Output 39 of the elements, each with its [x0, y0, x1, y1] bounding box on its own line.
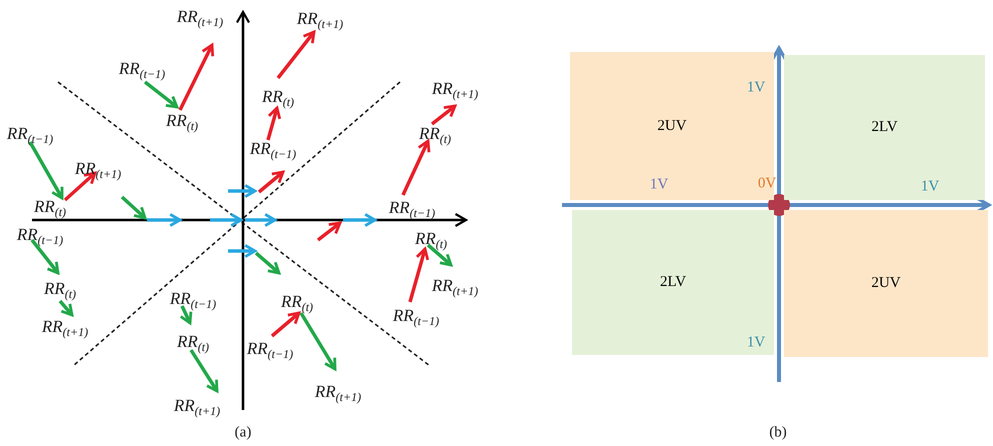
origin-label: 0V [758, 176, 776, 192]
variable-label: RR$_{(t)}$ [262, 88, 294, 108]
variable-label: RR$_{(t)}$ [414, 230, 448, 250]
variable-label: RR$_{(t−1)}$ [246, 340, 294, 360]
region-label: 2LV [871, 119, 898, 136]
variable-label: RR$_{(t+1)}$ [176, 8, 224, 28]
variable-label: RR$_{(t)}$ [44, 280, 76, 300]
variable-label: RR$_{(t−1)}$ [118, 60, 166, 80]
variable-label: RR$_{(t−1)}$ [392, 306, 440, 328]
variable-label: RR$_{(t+1)}$ [432, 276, 478, 298]
axis-label: 1V [920, 180, 940, 194]
region-label: 2UV [871, 275, 901, 292]
quadrant-region [570, 52, 774, 200]
region-label: 2LV [660, 274, 686, 291]
variable-label: RR$_{(t+1)}$ [42, 318, 88, 338]
panel-label: (a) [234, 426, 252, 440]
variable-label: RR$_{(t)}$ [280, 292, 314, 314]
variable-label: RR$_{(t−1)}$ [388, 198, 436, 220]
quadrant-region [572, 210, 774, 355]
variable-label: RR$_{(t−1)}$ [250, 140, 296, 160]
variable-label: RR$_{(t+1)}$ [74, 160, 122, 180]
region-label: 2UV [657, 118, 687, 134]
axis-label: 1V [746, 336, 766, 350]
variable-label: RR$_{(t)}$ [418, 124, 452, 146]
variable-label: RR$_{(t−1)}$ [170, 290, 216, 310]
axis-label: 1V [746, 80, 766, 96]
variable-label: RR$_{(t)}$ [166, 112, 198, 132]
variable-label: RR$_{(t)}$ [176, 332, 210, 354]
axis-label: 1V [650, 178, 668, 192]
panel-label: (b) [769, 426, 787, 440]
quadrant-region [784, 210, 988, 357]
variable-label: RR$_{(t−1)}$ [16, 226, 64, 246]
variable-label: RR$_{(t)}$ [34, 198, 66, 218]
variable-label: RR$_{(t+1)}$ [432, 80, 478, 100]
variable-label: RR$_{(t−1)}$ [6, 124, 54, 146]
quadrant-region [784, 55, 985, 200]
variable-label: RR$_{(t+1)}$ [296, 10, 344, 30]
variable-label: RR$_{(t+1)}$ [314, 382, 362, 404]
variable-label: RR$_{(t+1)}$ [174, 396, 220, 418]
